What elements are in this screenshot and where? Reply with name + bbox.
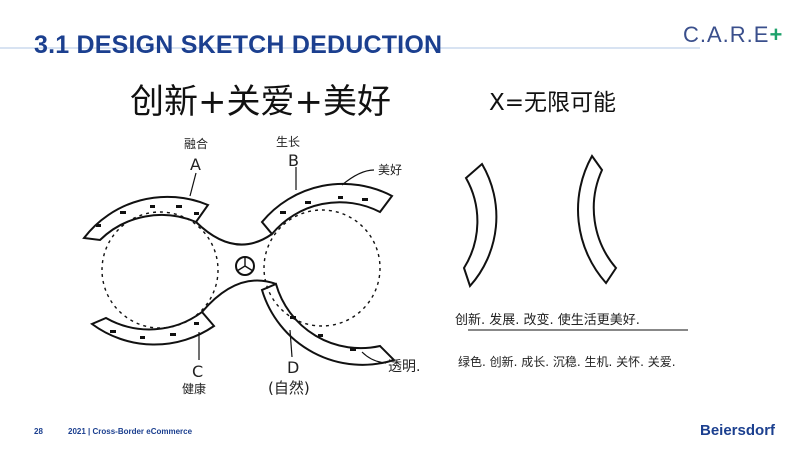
double-ring-sketch bbox=[82, 182, 396, 366]
slide-title: 3.1 DESIGN SKETCH DEDUCTION bbox=[34, 31, 443, 59]
arc-sketch-1 bbox=[462, 162, 498, 288]
arc-band-b bbox=[260, 182, 394, 236]
footer-text: 2021 | Cross-Border eCommerce bbox=[68, 427, 193, 436]
label-c-bottom: 健康 bbox=[182, 381, 206, 396]
beiersdorf-logo: Beiersdorf bbox=[700, 422, 776, 439]
formula-text: X=无限可能 bbox=[489, 90, 617, 116]
inner-circle-left bbox=[101, 211, 219, 329]
logo-plus: + bbox=[769, 22, 784, 47]
waist-top bbox=[195, 221, 273, 246]
care-logo: C.A.R.E+ bbox=[683, 22, 783, 48]
label-a: A bbox=[190, 155, 201, 174]
label-a-top: 融合 bbox=[184, 136, 208, 151]
page-number: 28 bbox=[34, 427, 43, 436]
inner-circle-right bbox=[263, 209, 381, 327]
label-b: B bbox=[288, 151, 299, 170]
label-c: C bbox=[192, 362, 203, 381]
note-line-1: 创新. 发展. 改变. 使生活更美好. bbox=[455, 312, 640, 328]
label-d: D bbox=[287, 358, 299, 377]
arc-sketches bbox=[462, 154, 618, 288]
note-line-2: 绿色. 创新. 成长. 沉稳. 生机. 关怀. 关爱. bbox=[458, 354, 676, 369]
arc-sketch-2 bbox=[577, 154, 618, 285]
slide-subtitle: 创新+关爱+美好 bbox=[130, 82, 391, 122]
band-texture bbox=[96, 196, 368, 351]
header-divider bbox=[0, 47, 700, 49]
arc-band-d bbox=[260, 282, 396, 366]
label-tongming: 透明. bbox=[388, 359, 420, 375]
arc-band-c bbox=[90, 310, 216, 346]
logo-text: C.A.R.E bbox=[683, 22, 770, 47]
label-meihao: 美好 bbox=[378, 163, 402, 177]
arc-band-a bbox=[82, 195, 210, 242]
label-d-bottom: (自然) bbox=[268, 379, 310, 397]
waist-bottom bbox=[201, 279, 277, 313]
label-b-top: 生长 bbox=[276, 135, 300, 149]
